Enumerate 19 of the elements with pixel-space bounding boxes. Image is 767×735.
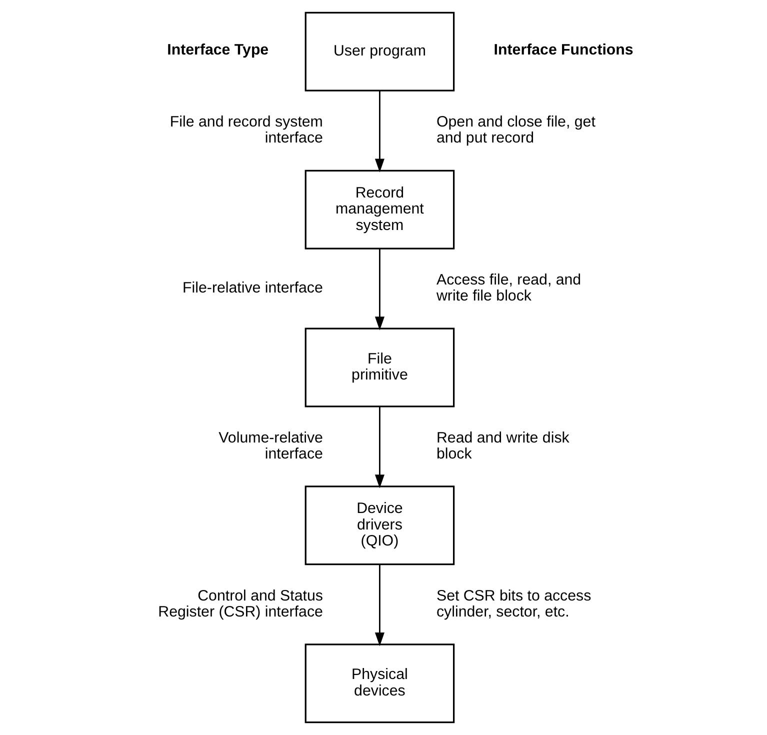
node-box: Device drivers (QIO) [304, 486, 455, 566]
arrow [374, 90, 384, 172]
label: Access file, read, and write file block [436, 271, 582, 305]
node-box: File primitive [304, 328, 455, 408]
label: Control and Status Register (CSR) interface [158, 587, 323, 620]
arrow [374, 406, 384, 488]
label: Interface Functions [494, 42, 634, 59]
arrow [374, 564, 384, 646]
node-box: User program [304, 12, 455, 92]
node-box: Physical devices [304, 644, 455, 724]
arrow [374, 248, 384, 330]
label: File-relative interface [182, 280, 323, 297]
label: Volume-relative interface [218, 429, 323, 463]
node-box: Record management system [304, 170, 455, 250]
label: Read and write disk block [436, 429, 570, 463]
label: Set CSR bits to access cylinder, sector, etc. [436, 587, 592, 620]
label: Open and close file, get and put record [436, 114, 596, 147]
label: File and record system interface [170, 114, 323, 147]
label: Interface Type [167, 42, 269, 59]
